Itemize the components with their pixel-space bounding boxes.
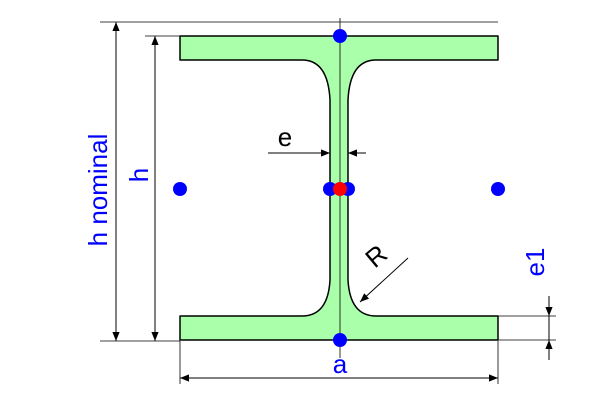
label-r: R	[359, 239, 393, 274]
label-e: e	[278, 122, 292, 152]
center-point	[333, 182, 347, 196]
point-top	[333, 29, 347, 43]
point-right	[491, 182, 505, 196]
label-a: a	[333, 349, 348, 379]
label-h-nominal: h nominal	[83, 134, 113, 247]
point-bottom	[333, 333, 347, 347]
reference-points	[173, 29, 505, 347]
point-web-left	[323, 182, 337, 196]
point-left	[173, 182, 187, 196]
label-e1: e1	[520, 248, 550, 277]
r-leader	[359, 257, 409, 303]
label-h: h	[124, 168, 154, 182]
